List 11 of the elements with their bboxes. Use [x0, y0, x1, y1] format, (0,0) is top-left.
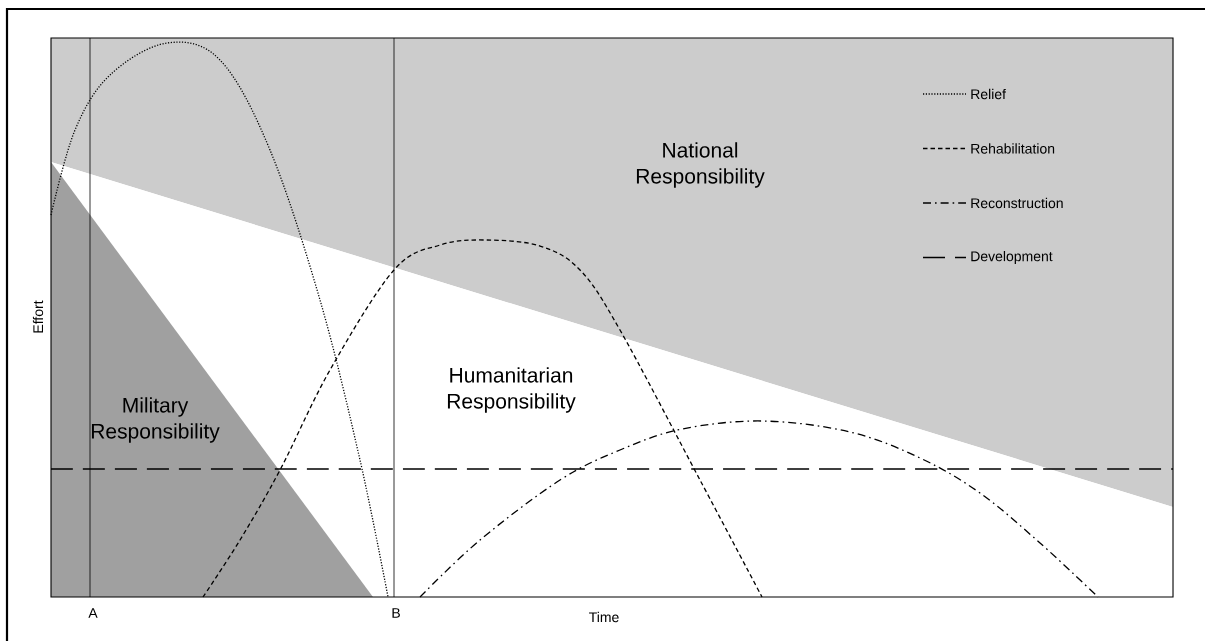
axis-label: Time	[589, 611, 619, 623]
legend-label: Reconstruction	[971, 197, 1063, 209]
legend-label: Rehabilitation	[971, 143, 1055, 154]
region-label: Military Responsibility	[91, 397, 220, 443]
axis-label: Effort	[32, 300, 44, 333]
region-label: Humanitarian Responsibility	[447, 367, 576, 413]
tick-label: A	[88, 608, 98, 618]
legend-label: Development	[971, 251, 1053, 265]
tick-label: B	[392, 608, 400, 618]
legend-label: Relief	[971, 88, 1006, 100]
region-label: National Responsibility	[636, 142, 765, 188]
